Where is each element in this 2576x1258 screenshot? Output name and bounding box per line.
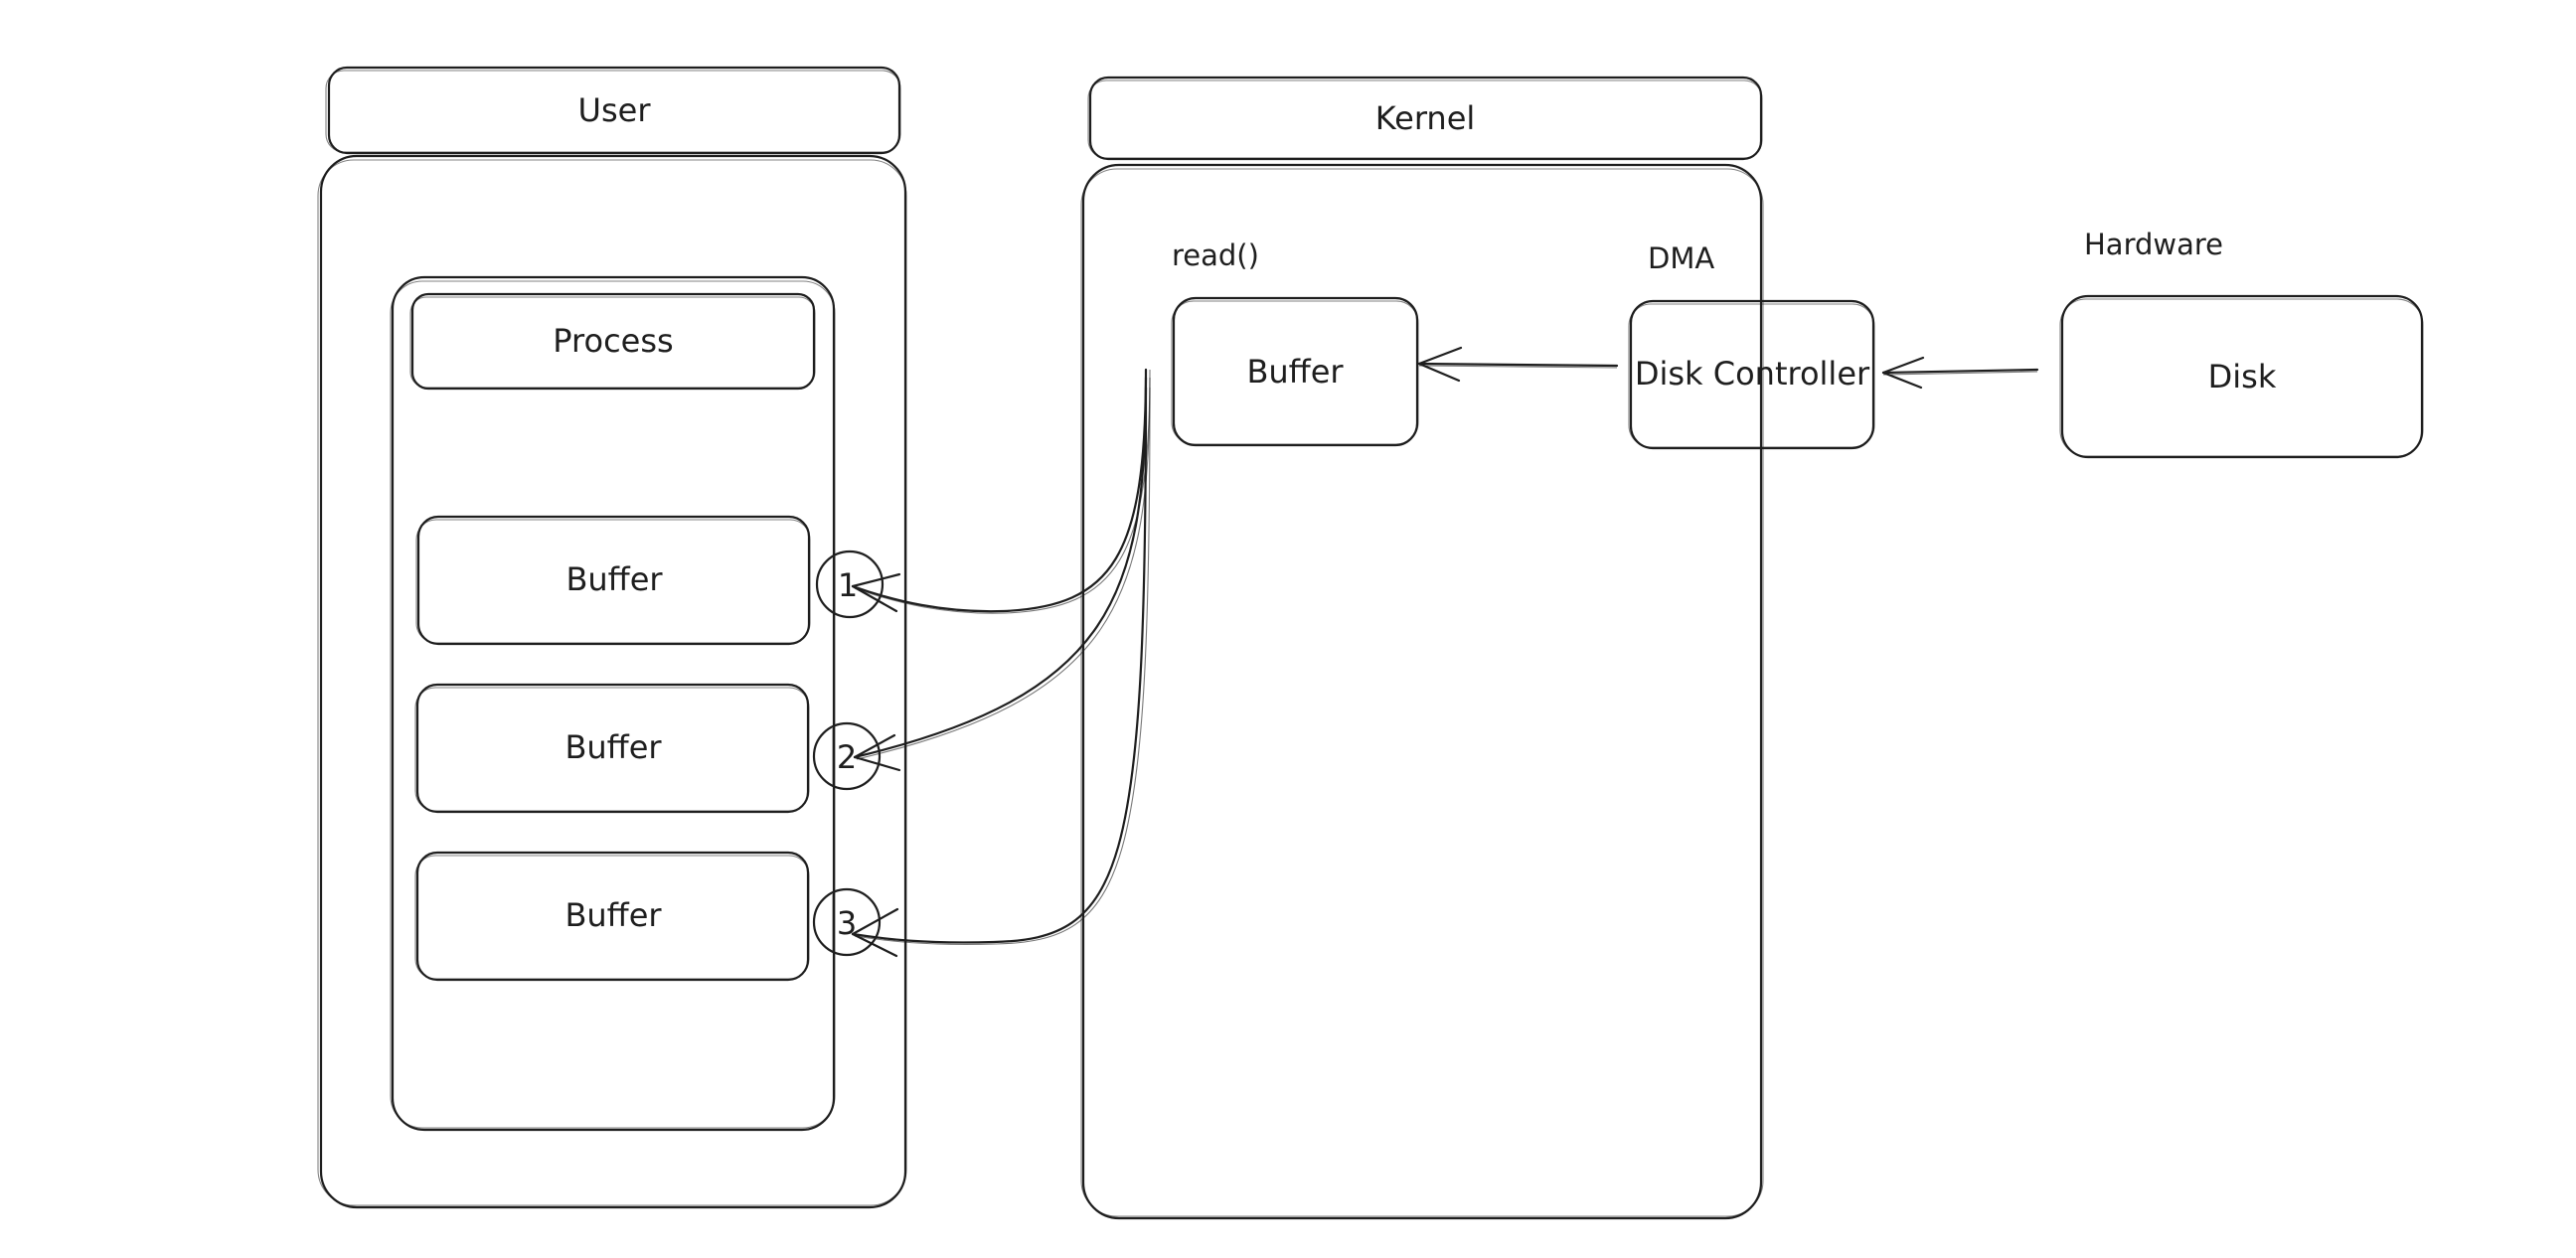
user-buffer-2: Buffer bbox=[414, 683, 810, 814]
user-buffer-2-label: Buffer bbox=[564, 728, 662, 766]
user-header-label: User bbox=[578, 91, 652, 129]
step-marker-2-label: 2 bbox=[837, 738, 857, 776]
disk: Disk bbox=[2059, 294, 2424, 459]
step-marker-2: 2 bbox=[812, 721, 882, 791]
disk-label: Disk bbox=[2208, 358, 2277, 395]
step-marker-3: 3 bbox=[812, 887, 882, 957]
user-buffer-3: Buffer bbox=[414, 851, 810, 982]
arrow-read-to-buffer-2 bbox=[853, 376, 1151, 772]
step-marker-1-label: 1 bbox=[838, 566, 858, 604]
read-call-label: read() bbox=[1172, 238, 1259, 272]
kernel-buffer: Buffer bbox=[1171, 296, 1419, 447]
process-label: Process bbox=[553, 322, 673, 360]
dma-label: DMA bbox=[1648, 241, 1714, 275]
kernel-header: Kernel bbox=[1087, 76, 1763, 161]
disk-controller: Disk Controller bbox=[1628, 299, 1875, 450]
step-marker-3-label: 3 bbox=[837, 904, 857, 942]
step-marker-1: 1 bbox=[815, 550, 885, 619]
arrow-controller-to-kernel-buffer bbox=[1417, 346, 1619, 383]
kernel-space-container bbox=[1080, 163, 1764, 1220]
hardware-label: Hardware bbox=[2084, 228, 2223, 261]
user-buffer-3-label: Buffer bbox=[564, 896, 662, 934]
arrow-read-to-buffer-3 bbox=[851, 386, 1151, 958]
arrow-disk-to-controller bbox=[1881, 356, 2039, 390]
process-container bbox=[390, 275, 836, 1132]
disk-controller-label: Disk Controller bbox=[1635, 355, 1870, 393]
user-header: User bbox=[325, 66, 901, 155]
kernel-buffer-label: Buffer bbox=[1246, 353, 1344, 391]
arrow-read-to-buffer-1 bbox=[851, 368, 1151, 614]
user-space-container bbox=[317, 154, 907, 1209]
kernel-header-label: Kernel bbox=[1375, 99, 1476, 137]
user-buffer-1-label: Buffer bbox=[565, 560, 663, 598]
process-header: Process bbox=[409, 292, 816, 391]
user-buffer-1: Buffer bbox=[415, 515, 811, 646]
